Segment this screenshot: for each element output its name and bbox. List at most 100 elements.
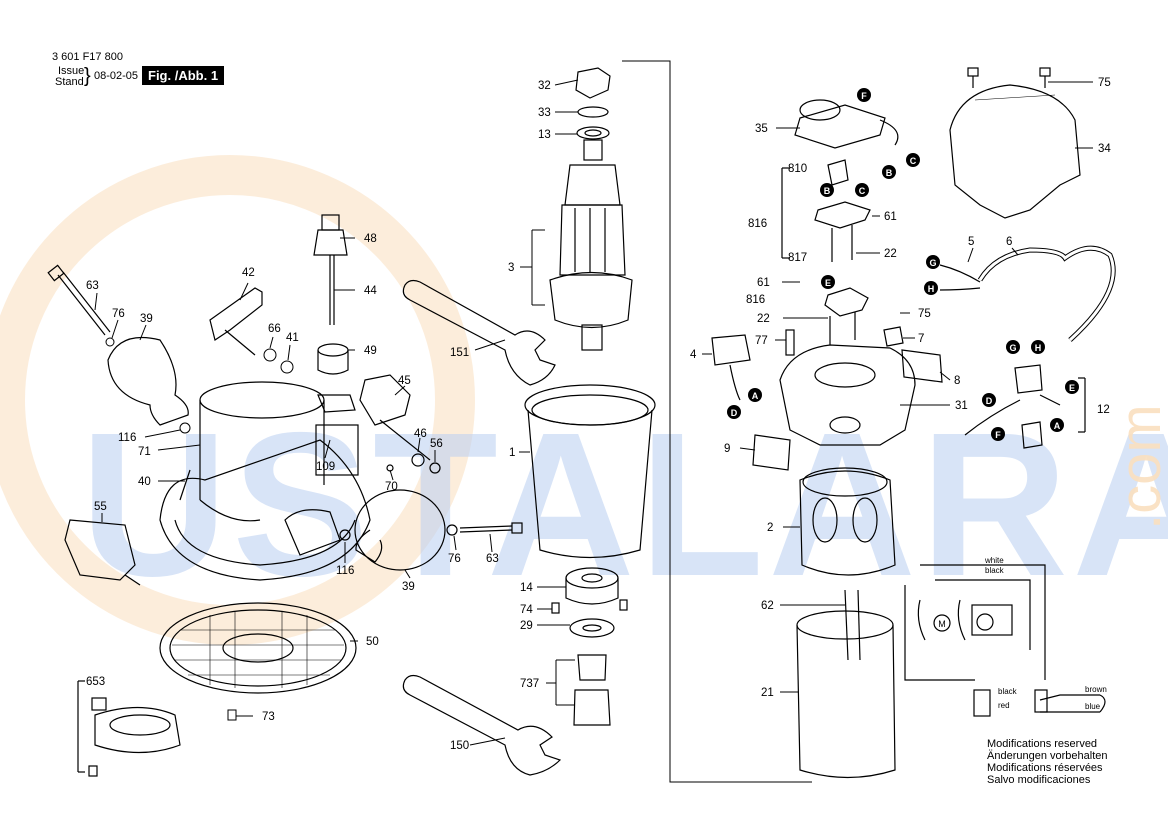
- part-label: 31: [955, 400, 968, 412]
- connector-badge-g: G: [926, 255, 940, 269]
- insulator-9: [752, 434, 791, 471]
- motor-symbol-label: M: [938, 619, 946, 629]
- wiring-labels: white black black red brown blue: [984, 556, 1107, 711]
- connector-letter: B: [886, 168, 893, 178]
- connector-letter: F: [995, 430, 1001, 440]
- note-line: Änderungen vorbehalten: [987, 750, 1108, 762]
- part-label: 7: [918, 333, 924, 345]
- part-label: 6: [1006, 236, 1012, 248]
- part-label: 116: [336, 565, 354, 577]
- figure-label: Fig. /Abb. 1: [142, 66, 225, 85]
- connector-badge-f2: F: [991, 427, 1005, 441]
- part-label: 1: [509, 447, 515, 459]
- connector-letter: A: [1054, 421, 1061, 431]
- assembly-bracket: [622, 60, 812, 783]
- template-guide: [77, 680, 181, 777]
- part-label: 75: [918, 308, 931, 320]
- note-line: Modifications reserved: [987, 738, 1098, 750]
- part-label: 34: [1098, 143, 1111, 155]
- part-label: 40: [138, 476, 151, 488]
- part-label: 4: [690, 349, 697, 361]
- washer-66: [263, 348, 277, 362]
- bolt-63: [47, 264, 111, 336]
- power-cord: [939, 245, 1116, 342]
- part-label: 76: [448, 553, 461, 565]
- leader-lines: [94, 79, 1093, 746]
- wire-label-blue: blue: [1085, 702, 1101, 711]
- part-label: 45: [398, 375, 411, 387]
- stator-2: [799, 467, 896, 576]
- connector-badge-h: H: [924, 281, 938, 295]
- part-label: 810: [788, 163, 807, 175]
- wire-label-brown: brown: [1085, 685, 1107, 694]
- handle-39-top: [107, 336, 189, 426]
- connector-badge-c: C: [906, 153, 920, 167]
- brace-symbol: }: [84, 65, 91, 87]
- modifications-note: Modifications reserved Änderungen vorbeh…: [987, 738, 1107, 786]
- connector-letter: D: [731, 408, 738, 418]
- part-label: 46: [414, 428, 427, 440]
- washer-76: [105, 337, 115, 347]
- part-label: 77: [755, 335, 768, 347]
- part-label: 12: [1097, 404, 1110, 416]
- screw-73: [227, 709, 237, 721]
- part-label: 39: [402, 581, 415, 593]
- sub-base-plate: [159, 602, 357, 694]
- issue-date: 08-02-05: [94, 70, 139, 82]
- part-label: 39: [140, 313, 153, 325]
- washer-116: [179, 422, 191, 434]
- switch-35: [794, 99, 899, 149]
- part-label: 71: [138, 446, 151, 458]
- part-label: 2: [767, 522, 773, 534]
- wiring-diagram: M: [904, 564, 1106, 717]
- bearing-group: [551, 567, 628, 726]
- part-label: 63: [486, 553, 499, 565]
- part-label: 66: [268, 323, 281, 335]
- part-label: 55: [94, 501, 107, 513]
- part-label: 61: [884, 211, 897, 223]
- part-label: 56: [430, 438, 443, 450]
- watermark-suffix: .com: [1108, 404, 1168, 530]
- connector-letter: B: [824, 186, 831, 196]
- connector-letter: E: [1069, 383, 1075, 393]
- part-label: 22: [884, 248, 897, 260]
- part-label: 70: [385, 481, 398, 493]
- wire-label-red: red: [998, 701, 1010, 710]
- connector-letter: G: [929, 258, 936, 268]
- watermark-ring: [0, 155, 475, 645]
- part-label: 61: [757, 277, 770, 289]
- part-label: 48: [364, 233, 377, 245]
- connector-badge-e2: E: [1065, 380, 1079, 394]
- chip-shield: [64, 519, 141, 586]
- connector-badge-h2: H: [1031, 340, 1045, 354]
- part-label: 737: [520, 678, 539, 690]
- connector-badge-b2: B: [820, 183, 834, 197]
- part-label: 33: [538, 107, 551, 119]
- part-label: 5: [968, 236, 974, 248]
- part-label: 74: [520, 604, 533, 616]
- field-housing-31: [779, 344, 916, 446]
- part-label: 816: [746, 294, 765, 306]
- connector-badges: F C B B C E A D G H G H E D A F: [727, 88, 1079, 441]
- part-label: 63: [86, 280, 99, 292]
- note-line: Modifications réservées: [987, 762, 1103, 774]
- connector-letter: E: [825, 278, 831, 288]
- connector-letter: G: [1009, 343, 1016, 353]
- part-label: 653: [86, 676, 105, 688]
- connector-letter: C: [910, 156, 917, 166]
- connector-badge-a: A: [748, 388, 762, 402]
- connector-letter: C: [859, 186, 866, 196]
- part-label: 73: [262, 711, 275, 723]
- connector-letter: F: [861, 91, 867, 101]
- issue-label: Issue: [58, 65, 85, 77]
- connector-letter: D: [986, 396, 993, 406]
- depth-adjust-knob: [313, 214, 349, 375]
- screws-75: [967, 67, 1051, 88]
- part-label: 816: [748, 218, 767, 230]
- motor-can-21: [796, 589, 896, 779]
- connector-letter: A: [752, 391, 759, 401]
- part-label: 42: [242, 267, 255, 279]
- clamp-bracket: [209, 287, 263, 356]
